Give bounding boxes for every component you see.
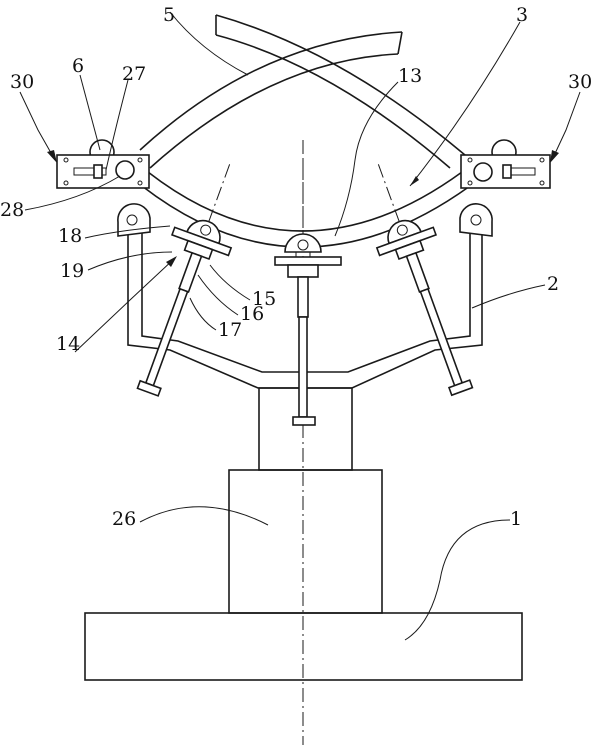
frame-lug-right — [459, 203, 493, 237]
clamp-left — [136, 164, 233, 397]
label-5: 5 — [163, 4, 175, 26]
label-6: 6 — [72, 55, 84, 77]
side-box-right — [460, 139, 551, 189]
clamp-center — [274, 140, 342, 426]
label-30-right: 30 — [568, 71, 592, 93]
label-30-left: 30 — [10, 71, 34, 93]
part-labels: 5 3 6 27 13 30 30 28 18 19 2 15 16 17 14… — [0, 4, 592, 530]
label-15: 15 — [252, 288, 276, 310]
label-26: 26 — [112, 508, 136, 530]
label-2: 2 — [547, 273, 559, 295]
label-3: 3 — [516, 4, 528, 26]
label-17: 17 — [218, 319, 242, 341]
label-13: 13 — [398, 65, 422, 87]
label-28: 28 — [0, 199, 24, 221]
label-27: 27 — [122, 63, 146, 85]
side-box-left — [56, 139, 150, 189]
label-16: 16 — [240, 303, 264, 325]
label-1: 1 — [510, 508, 522, 530]
frame-lug-left — [117, 203, 151, 237]
label-14: 14 — [56, 333, 80, 355]
clamp-right — [375, 164, 474, 397]
arc-band — [139, 14, 466, 169]
label-18: 18 — [58, 225, 82, 247]
label-19: 19 — [60, 260, 84, 282]
leader-lines — [19, 11, 581, 641]
